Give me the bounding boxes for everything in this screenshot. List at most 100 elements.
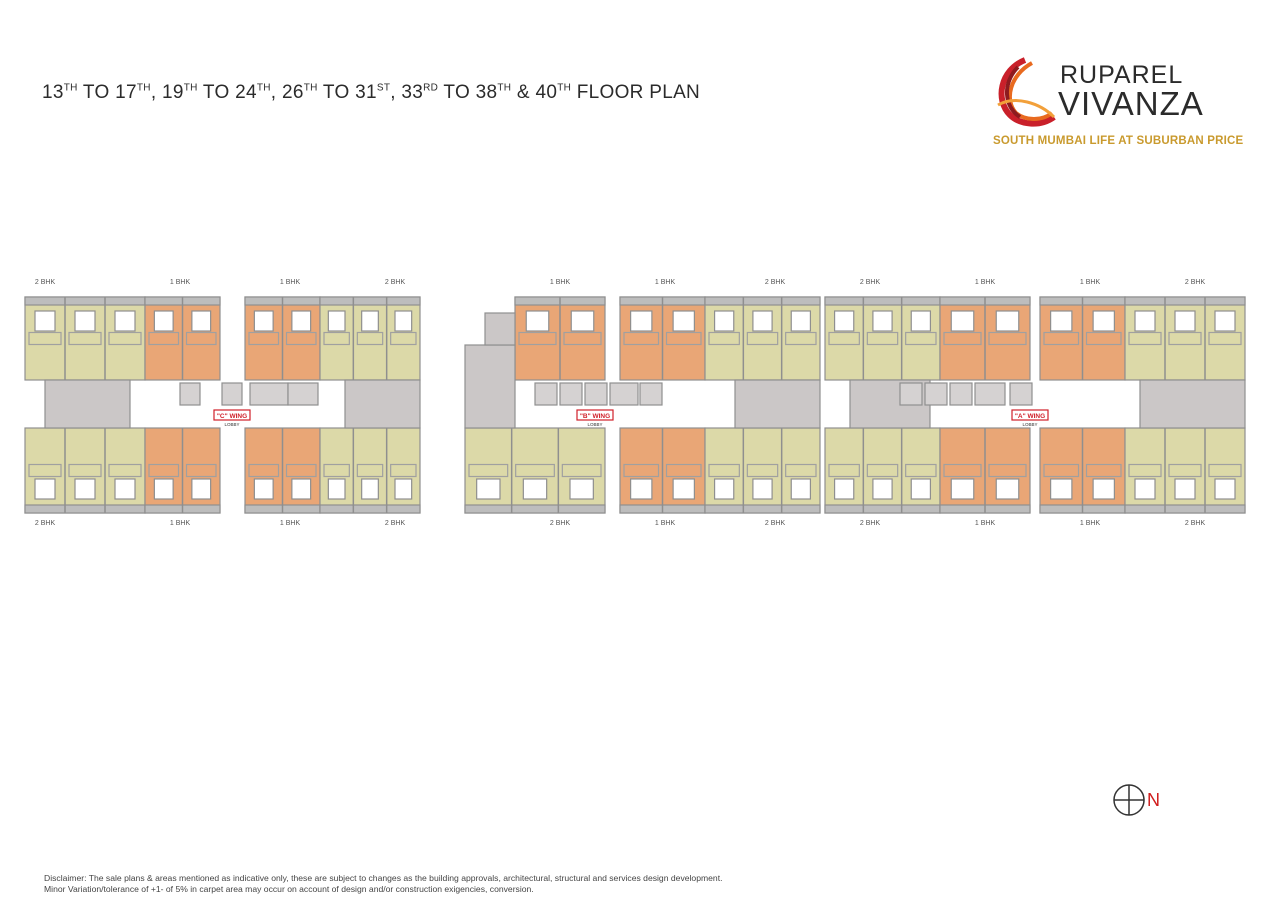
- bed: [752, 310, 773, 332]
- wing-label: "B" WING: [580, 413, 610, 420]
- balcony: [824, 504, 941, 514]
- bed: [114, 310, 136, 332]
- room: [1043, 463, 1080, 478]
- stair-core: [1139, 379, 1246, 429]
- room: [68, 331, 102, 346]
- wing-label: "A" WING: [1015, 413, 1045, 420]
- stair-core: [734, 379, 821, 429]
- title-part: ,: [390, 82, 402, 103]
- top-unit-label: 1 BHK: [169, 279, 191, 286]
- room: [468, 463, 509, 478]
- lobby-label: LOBBY: [587, 422, 602, 427]
- room: [746, 463, 779, 478]
- ordinal-suffix: TH: [557, 82, 572, 94]
- lift: [179, 382, 201, 406]
- top-unit-label: 2 BHK: [764, 279, 786, 286]
- north-label: N: [1147, 790, 1160, 810]
- balcony: [464, 504, 606, 514]
- bed: [713, 478, 735, 500]
- title-part: 40TH: [535, 82, 572, 103]
- disclaimer-line-2: Minor Variation/tolerance of +1- of 5% i…: [44, 884, 534, 894]
- room: [665, 463, 702, 478]
- lobby-label: LOBBY: [1022, 422, 1037, 427]
- bottom-unit-label: 1 BHK: [654, 520, 676, 527]
- room: [1168, 331, 1202, 346]
- room: [665, 331, 702, 346]
- bed: [253, 310, 274, 332]
- balcony: [24, 504, 146, 514]
- lift: [584, 382, 608, 406]
- ordinal-suffix: TH: [256, 82, 271, 94]
- ordinal-suffix: TH: [183, 82, 198, 94]
- room: [285, 463, 317, 478]
- lobby-label: LOBBY: [224, 422, 239, 427]
- title-part: ,: [270, 82, 282, 103]
- title-part: 38TH: [475, 82, 512, 103]
- bed: [910, 478, 932, 500]
- top-unit-label: 1 BHK: [974, 279, 996, 286]
- room: [515, 463, 555, 478]
- bed: [34, 478, 56, 500]
- bottom-unit-label: 1 BHK: [279, 520, 301, 527]
- bed: [327, 478, 346, 500]
- room: [248, 331, 280, 346]
- room: [1208, 463, 1242, 478]
- brand-logo: RUPAREL VIVANZA SOUTH MUMBAI LIFE AT SUB…: [990, 55, 1250, 150]
- lift: [609, 382, 639, 406]
- bed: [872, 310, 893, 332]
- bed: [153, 478, 174, 500]
- room: [905, 463, 937, 478]
- bed: [713, 310, 735, 332]
- balcony: [319, 296, 421, 306]
- bed: [114, 478, 136, 500]
- room: [708, 331, 740, 346]
- room: [943, 463, 982, 478]
- bed: [394, 478, 413, 500]
- bed: [790, 310, 812, 332]
- unit-2bhk: [1124, 296, 1246, 381]
- title-part: ,: [150, 82, 162, 103]
- top-unit-label: 2 BHK: [859, 279, 881, 286]
- bed: [327, 310, 346, 332]
- tagline: SOUTH MUMBAI LIFE AT SUBURBAN PRICE: [993, 135, 1244, 147]
- bed: [191, 310, 212, 332]
- bed: [394, 310, 413, 332]
- bed: [1050, 478, 1073, 500]
- unit-2bhk: [824, 427, 941, 514]
- bed: [833, 310, 855, 332]
- brand-name-line1: RUPAREL: [1060, 61, 1184, 89]
- unit-2bhk: [319, 296, 421, 381]
- top-unit-label: 1 BHK: [549, 279, 571, 286]
- bed: [910, 310, 932, 332]
- balcony: [704, 296, 821, 306]
- disclaimer: Disclaimer: The sale plans & areas menti…: [44, 873, 722, 895]
- lift: [249, 382, 289, 406]
- balcony: [1124, 296, 1246, 306]
- lift: [974, 382, 1006, 406]
- room: [785, 331, 817, 346]
- bed: [361, 478, 379, 500]
- bed: [1214, 310, 1236, 332]
- room: [68, 463, 102, 478]
- title-part: TO: [438, 82, 476, 103]
- title-part: TO: [197, 82, 236, 103]
- unit-2bhk: [704, 427, 821, 514]
- room: [905, 331, 937, 346]
- room: [866, 331, 899, 346]
- balcony: [319, 504, 421, 514]
- ordinal-suffix: RD: [423, 82, 439, 94]
- bed: [253, 478, 274, 500]
- top-unit-label: 1 BHK: [279, 279, 301, 286]
- room: [1043, 331, 1080, 346]
- lift: [949, 382, 973, 406]
- stair-core: [464, 344, 516, 429]
- ordinal-suffix: TH: [303, 82, 318, 94]
- bed: [191, 478, 212, 500]
- top-unit-label: 2 BHK: [34, 279, 56, 286]
- ordinal-suffix: ST: [376, 82, 391, 94]
- bed: [950, 478, 975, 500]
- room: [623, 331, 660, 346]
- bed: [525, 310, 550, 332]
- top-unit-label: 2 BHK: [1184, 279, 1206, 286]
